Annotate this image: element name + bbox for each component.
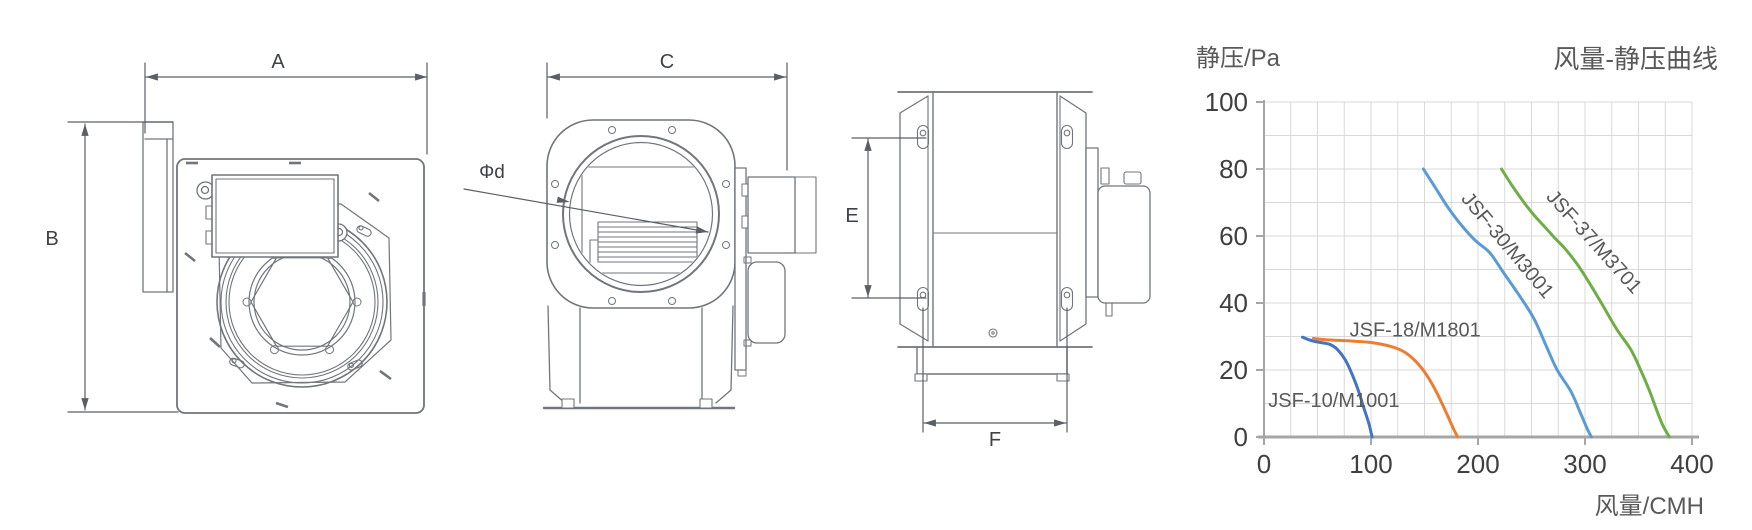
top-motor-assembly xyxy=(1085,147,1151,317)
dim-label-height: B xyxy=(45,228,58,250)
top-center-screw xyxy=(988,328,998,338)
side-inlet-flange xyxy=(546,119,736,309)
x-tick-label: 200 xyxy=(1456,449,1499,479)
curve-jsf-18-m1801 xyxy=(1311,337,1460,439)
curve-jsf-30-m3001 xyxy=(1421,167,1593,439)
curve-jsf-10-m1001 xyxy=(1301,335,1374,439)
front-view-drawing: A B xyxy=(45,51,428,414)
chart-title: 风量-静压曲线 xyxy=(1553,44,1718,74)
front-plate-slots xyxy=(229,225,372,371)
top-outlet-duct xyxy=(914,346,1070,382)
side-inlet-ring-inner xyxy=(568,141,714,287)
dim-label-inlet-diameter: Φd xyxy=(479,162,505,183)
side-body-base xyxy=(542,305,736,410)
side-view-drawing: C Φd xyxy=(463,51,817,410)
x-tick-label: 0 xyxy=(1257,449,1271,479)
front-terminal-box xyxy=(196,174,348,258)
x-tick-label: 300 xyxy=(1563,449,1606,479)
x-axis-title: 风量/CMH xyxy=(1595,493,1704,520)
curve-label-jsf-30-m3001: JSF-30/M3001 xyxy=(1457,188,1558,303)
y-tick-label: 20 xyxy=(1219,355,1248,385)
y-tick-label: 40 xyxy=(1219,288,1248,318)
front-outlet-flange xyxy=(142,121,174,293)
y-tick-label: 0 xyxy=(1234,422,1248,452)
side-inlet-ring-outer xyxy=(562,135,720,293)
curve-label-jsf-18-m1801: JSF-18/M1801 xyxy=(1350,320,1481,342)
dim-label-depth: C xyxy=(660,51,674,73)
top-dimensions xyxy=(851,137,1068,433)
side-motor-assembly xyxy=(734,167,817,377)
top-view-drawing: E F xyxy=(845,91,1151,451)
dim-label-mount-pitch: E xyxy=(845,205,858,227)
top-left-wing xyxy=(899,95,929,342)
y-tick-label: 100 xyxy=(1205,87,1248,117)
side-dimensions xyxy=(463,62,788,234)
y-tick-label: 60 xyxy=(1219,221,1248,251)
top-body xyxy=(897,91,1093,348)
curve-jsf-37-m3701 xyxy=(1500,167,1671,439)
front-weld-marks xyxy=(184,161,426,409)
y-axis-title: 静压/Pa xyxy=(1196,45,1281,72)
dim-label-outlet-width: F xyxy=(989,429,1001,451)
top-center-screw-dot xyxy=(991,331,995,335)
top-mounting-slots xyxy=(916,124,1074,312)
y-tick-label: 80 xyxy=(1219,154,1248,184)
front-dimensions xyxy=(67,62,428,413)
x-tick-label: 100 xyxy=(1349,449,1392,479)
x-tick-label: 400 xyxy=(1670,449,1713,479)
dim-label-width: A xyxy=(271,51,285,73)
side-flange-bolts xyxy=(551,126,730,305)
curve-label-jsf-10-m1001: JSF-10/M1001 xyxy=(1268,390,1399,412)
